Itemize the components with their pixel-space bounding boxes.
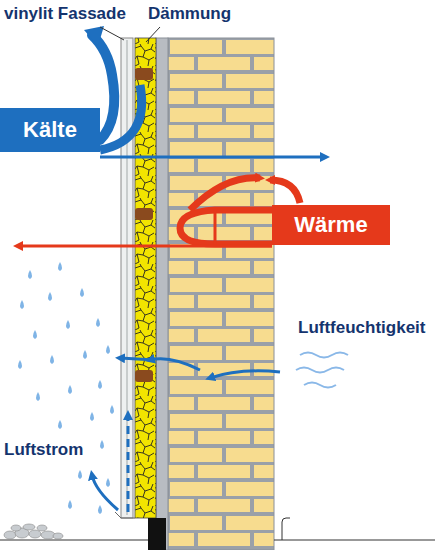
node-text: Wärme: [294, 212, 367, 238]
node-text: Kälte: [23, 117, 77, 143]
heat-arrow-box: Wärme: [272, 205, 390, 245]
airflow-label: Luftstrom: [4, 440, 83, 460]
insulation-label: Dämmung: [148, 4, 231, 24]
cold-arrow-box: Kälte: [0, 108, 100, 152]
humidity-label: Luftfeuchtigkeit: [298, 318, 426, 338]
facade-label: vinylit Fassade: [4, 4, 126, 24]
